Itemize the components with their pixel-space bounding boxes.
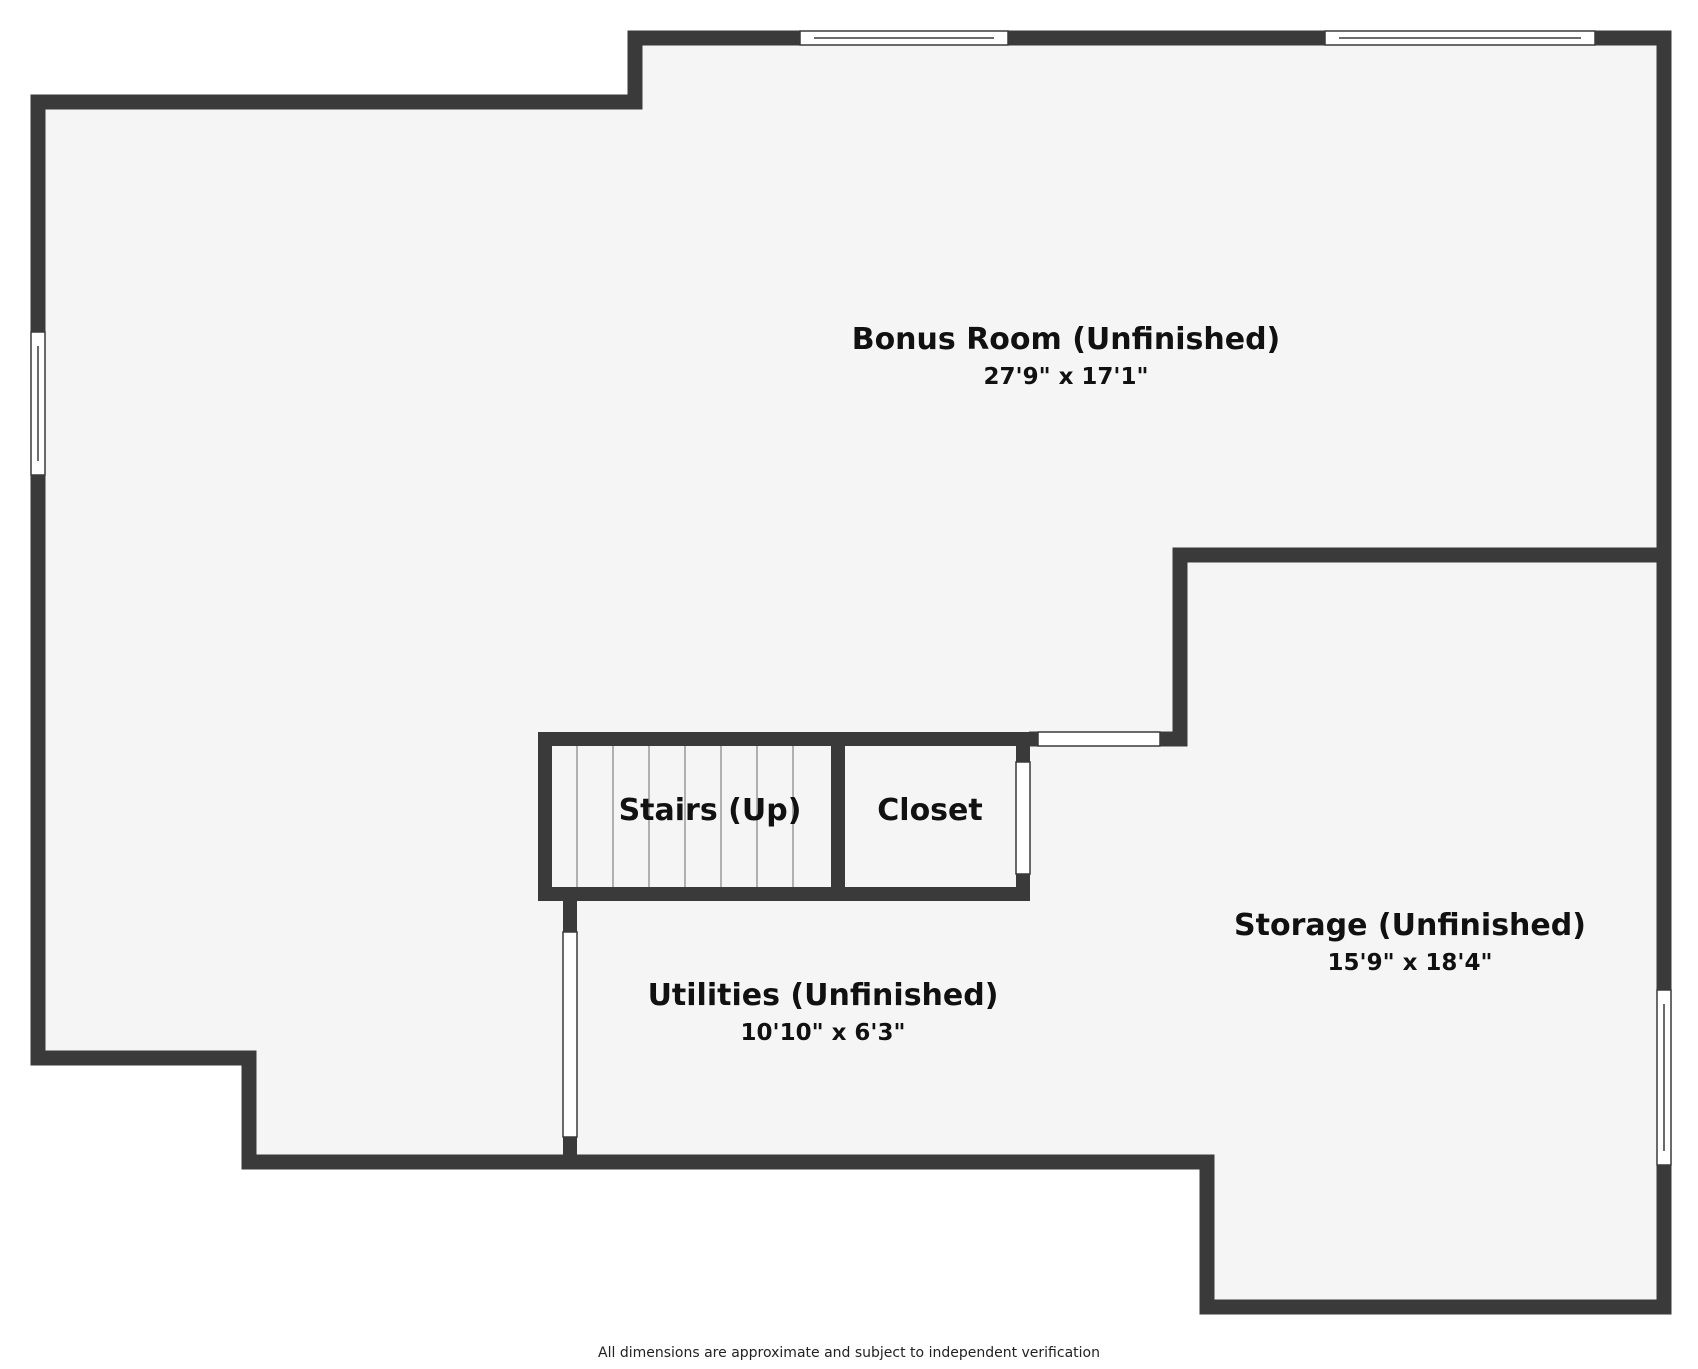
storage-opening (1037, 731, 1161, 747)
windows (30, 30, 1672, 1166)
window-right-wall (1656, 989, 1672, 1166)
window-left-wall (30, 331, 46, 476)
bonus-room-dimensions: 27'9" x 17'1" (984, 364, 1149, 390)
stairs-name: Stairs (Up) (619, 793, 802, 828)
window-top-left (799, 30, 1009, 46)
stair-treads (576, 746, 794, 887)
utilities-dimensions: 10'10" x 6'3" (741, 1020, 906, 1046)
utilities-name: Utilities (Unfinished) (648, 978, 999, 1013)
storage-name: Storage (Unfinished) (1234, 908, 1586, 943)
exterior-wall (30, 30, 1672, 1315)
storage-dimensions: 15'9" x 18'4" (1328, 950, 1493, 976)
disclaimer: All dimensions are approximate and subje… (598, 1345, 1100, 1361)
closet-door-opening (1015, 761, 1031, 875)
closet-name: Closet (877, 793, 982, 828)
bonus-room-name: Bonus Room (Unfinished) (852, 322, 1281, 357)
window-top-right (1324, 30, 1596, 46)
utilities-opening (562, 931, 578, 1138)
floor-area (38, 38, 1664, 1307)
